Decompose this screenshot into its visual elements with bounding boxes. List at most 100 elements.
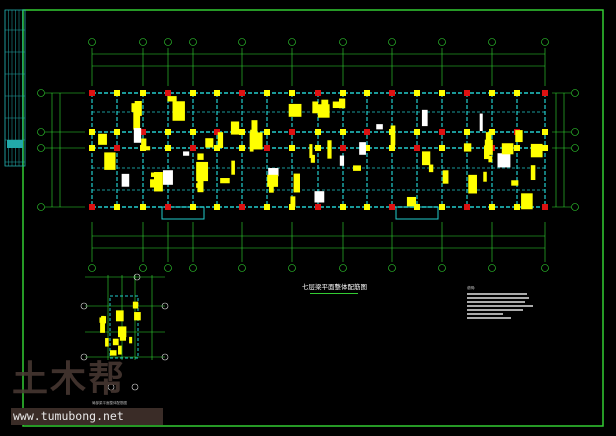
column xyxy=(315,129,321,135)
sub-axis-bubble xyxy=(107,383,115,391)
note-line xyxy=(467,313,503,315)
sub-axis-bubble xyxy=(161,302,169,310)
rebar-annotation xyxy=(288,103,302,117)
watermark-logo: 土木帮 xyxy=(12,359,127,400)
sub-axis-bubble xyxy=(80,353,88,361)
note-line xyxy=(467,317,511,319)
axis-bubble xyxy=(541,264,549,272)
rebar-annotation xyxy=(141,138,147,149)
axis-bubble xyxy=(288,264,296,272)
sub-axis-bubble xyxy=(161,353,169,361)
column xyxy=(414,129,420,135)
rebar-annotation xyxy=(312,101,319,114)
axis-bubble xyxy=(37,144,45,152)
rebar-annotation xyxy=(231,160,235,175)
column-red xyxy=(340,145,346,151)
column xyxy=(114,204,120,210)
column-red xyxy=(414,145,420,151)
rebar-annotation xyxy=(251,120,258,137)
rebar-annotation xyxy=(134,101,142,116)
sub-rebar-annotation xyxy=(132,301,139,309)
notes-heading: 说明: xyxy=(467,286,476,290)
column xyxy=(114,90,120,96)
rebar-annotation xyxy=(530,143,543,158)
axis-bubble xyxy=(288,38,296,46)
column xyxy=(514,90,520,96)
title-strip-block xyxy=(7,140,23,148)
rebar-annotation xyxy=(183,151,190,156)
sub-plan-title: 局部梁平面整体配筋图 xyxy=(92,401,127,405)
column xyxy=(214,145,220,151)
rebar-annotation xyxy=(172,101,185,121)
axis-bubble xyxy=(238,264,246,272)
note-line xyxy=(467,305,533,307)
axis-bubble xyxy=(37,128,45,136)
axis-bubble xyxy=(37,89,45,97)
note-line xyxy=(467,297,529,299)
column xyxy=(340,204,346,210)
sub-rebar-annotation xyxy=(100,320,105,333)
column-red xyxy=(389,90,395,96)
column xyxy=(114,129,120,135)
column xyxy=(414,90,420,96)
rebar-annotation xyxy=(133,110,141,130)
column xyxy=(239,129,245,135)
balcony-beam xyxy=(161,206,205,220)
rebar-annotation xyxy=(484,139,493,155)
rebar-annotation xyxy=(153,172,163,192)
column-red xyxy=(264,145,270,151)
rebar-annotation xyxy=(131,103,137,113)
column xyxy=(340,90,346,96)
rebar-annotation xyxy=(197,173,204,193)
rebar-annotation xyxy=(133,128,142,143)
axis-bubble xyxy=(88,38,96,46)
rebar-annotation xyxy=(479,113,483,132)
column-red xyxy=(464,204,470,210)
column-red xyxy=(165,90,171,96)
sub-rebar-annotation xyxy=(102,316,107,324)
column xyxy=(264,129,270,135)
column xyxy=(190,129,196,135)
axis-bubble xyxy=(164,38,172,46)
column xyxy=(190,90,196,96)
sub-rebar-annotation xyxy=(115,310,124,322)
sub-axis-bubble xyxy=(133,273,141,281)
axis-bubble xyxy=(238,38,246,46)
rebar-annotation xyxy=(428,164,434,173)
sub-rebar-annotation xyxy=(105,338,109,347)
rebar-annotation xyxy=(463,143,472,152)
rebar-annotation xyxy=(521,193,533,210)
axis-bubble xyxy=(139,38,147,46)
axis-bubble xyxy=(438,264,446,272)
column-red xyxy=(464,90,470,96)
column xyxy=(542,129,548,135)
column xyxy=(239,145,245,151)
axis-bubble xyxy=(88,264,96,272)
title-underline xyxy=(310,293,358,294)
column-red xyxy=(315,90,321,96)
column-red xyxy=(190,145,196,151)
rebar-annotation xyxy=(497,153,511,168)
rebar-annotation xyxy=(268,168,279,177)
column xyxy=(489,90,495,96)
rebar-annotation xyxy=(421,109,428,127)
axis-bubble xyxy=(339,264,347,272)
axis-bubble xyxy=(571,128,579,136)
column xyxy=(464,129,470,135)
column-red xyxy=(239,90,245,96)
rebar-annotation xyxy=(314,191,325,203)
rebar-annotation xyxy=(217,132,224,148)
rebar-annotation xyxy=(104,152,116,170)
column xyxy=(414,204,420,210)
rebar-annotation xyxy=(167,96,177,102)
rebar-annotation xyxy=(483,171,487,182)
column-red xyxy=(165,204,171,210)
column xyxy=(140,204,146,210)
sub-rebar-annotation xyxy=(99,317,103,323)
sub-axis-bubble xyxy=(131,383,139,391)
rebar-annotation xyxy=(230,121,240,135)
rebar-annotation xyxy=(310,154,315,163)
column xyxy=(364,204,370,210)
sub-rebar-annotation xyxy=(129,336,133,344)
